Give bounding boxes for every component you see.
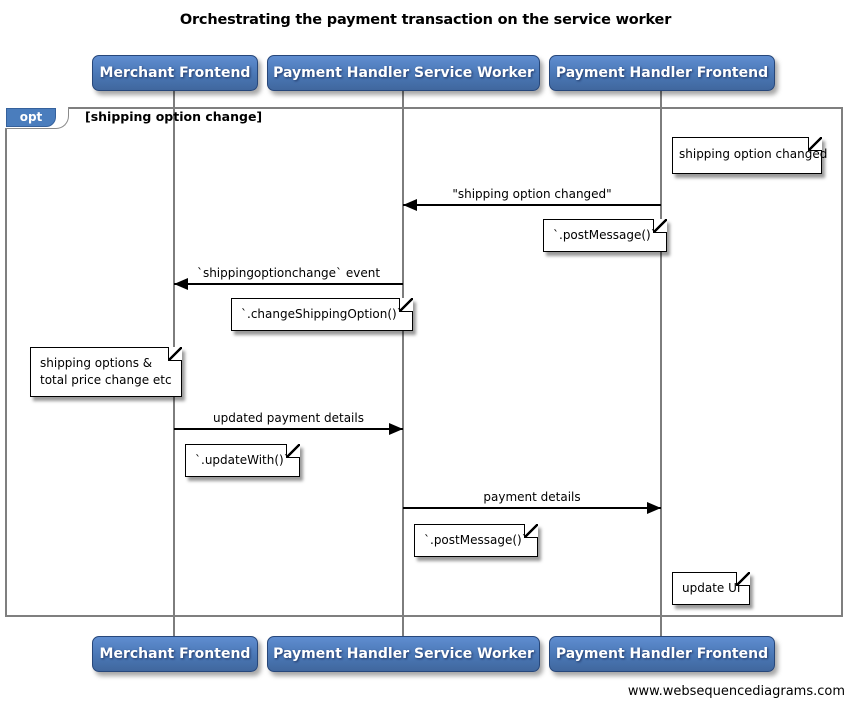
message-shipping-option-changed: "shipping option changed" bbox=[403, 184, 661, 211]
note-updatewith: `.updateWith()` bbox=[185, 444, 300, 478]
note-fold-icon bbox=[808, 137, 822, 151]
note-changeshippingoption: `.changeShippingOption()` bbox=[231, 298, 413, 332]
opt-operator-tab: opt bbox=[6, 108, 56, 127]
actor-label: Payment Handler Service Worker bbox=[273, 65, 534, 81]
message-payment-details: payment details bbox=[403, 487, 661, 514]
message-label: "shipping option changed" bbox=[452, 187, 612, 201]
note-text: update UI bbox=[682, 581, 741, 595]
note-text: `.postMessage()` bbox=[424, 533, 528, 547]
arrowhead-icon bbox=[403, 199, 417, 211]
note-fold-icon bbox=[398, 298, 413, 312]
note-fold-icon bbox=[736, 572, 751, 586]
actor-payment-handler-service-worker-top: Payment Handler Service Worker bbox=[267, 55, 540, 91]
note-fold-icon bbox=[167, 347, 182, 361]
note-text: `.postMessage()` bbox=[553, 228, 657, 242]
lifeline-payment-handler-service-worker bbox=[402, 90, 404, 637]
note-text-line: total price change etc bbox=[40, 373, 172, 388]
message-updated-payment-details: updated payment details bbox=[174, 408, 403, 435]
arrow-line bbox=[403, 507, 661, 509]
actor-payment-handler-frontend-bottom: Payment Handler Frontend bbox=[549, 636, 775, 672]
note-text-line: shipping options & bbox=[40, 356, 153, 370]
actor-payment-handler-service-worker-bottom: Payment Handler Service Worker bbox=[267, 636, 540, 672]
diagram-title: Orchestrating the payment transaction on… bbox=[179, 12, 672, 28]
message-label: payment details bbox=[483, 490, 581, 504]
note-update-ui: update UI bbox=[672, 572, 751, 606]
note-postmessage-2: `.postMessage()` bbox=[414, 524, 538, 558]
actor-label: Payment Handler Service Worker bbox=[273, 646, 534, 662]
note-fold-icon bbox=[652, 219, 667, 233]
actor-payment-handler-frontend-top: Payment Handler Frontend bbox=[549, 55, 775, 91]
actor-label: Payment Handler Frontend bbox=[555, 65, 769, 81]
arrow-line bbox=[174, 428, 403, 430]
arrowhead-icon bbox=[647, 502, 661, 514]
opt-fragment-frame bbox=[5, 107, 843, 617]
note-text: `.updateWith()` bbox=[195, 453, 290, 467]
actor-merchant-frontend-top: Merchant Frontend bbox=[92, 55, 258, 91]
watermark-websequencediagrams: www.websequencediagrams.com bbox=[627, 684, 845, 699]
arrowhead-icon bbox=[174, 278, 188, 290]
message-shippingoptionchange-event: `shippingoptionchange` event bbox=[174, 263, 403, 290]
arrow-line bbox=[403, 204, 661, 206]
note-text: shipping option changed bbox=[679, 147, 828, 161]
actor-merchant-frontend-bottom: Merchant Frontend bbox=[92, 636, 258, 672]
actor-label: Merchant Frontend bbox=[99, 65, 251, 81]
actor-label: Payment Handler Frontend bbox=[555, 646, 769, 662]
arrowhead-icon bbox=[389, 423, 403, 435]
note-shipping-option-changed: shipping option changed bbox=[672, 137, 827, 174]
message-label: `shippingoptionchange` event bbox=[196, 266, 381, 280]
arrow-line bbox=[174, 283, 403, 285]
message-label: updated payment details bbox=[213, 411, 364, 425]
note-shipping-options-total-price: shipping options & total price change et… bbox=[30, 347, 182, 398]
actor-label: Merchant Frontend bbox=[99, 646, 251, 662]
note-text: `.changeShippingOption()` bbox=[241, 307, 403, 321]
lifeline-payment-handler-frontend bbox=[660, 90, 662, 637]
opt-condition-label: [shipping option change] bbox=[85, 109, 263, 124]
note-postmessage-1: `.postMessage()` bbox=[543, 219, 667, 253]
note-fold-icon bbox=[523, 524, 538, 538]
note-fold-icon bbox=[285, 444, 300, 458]
